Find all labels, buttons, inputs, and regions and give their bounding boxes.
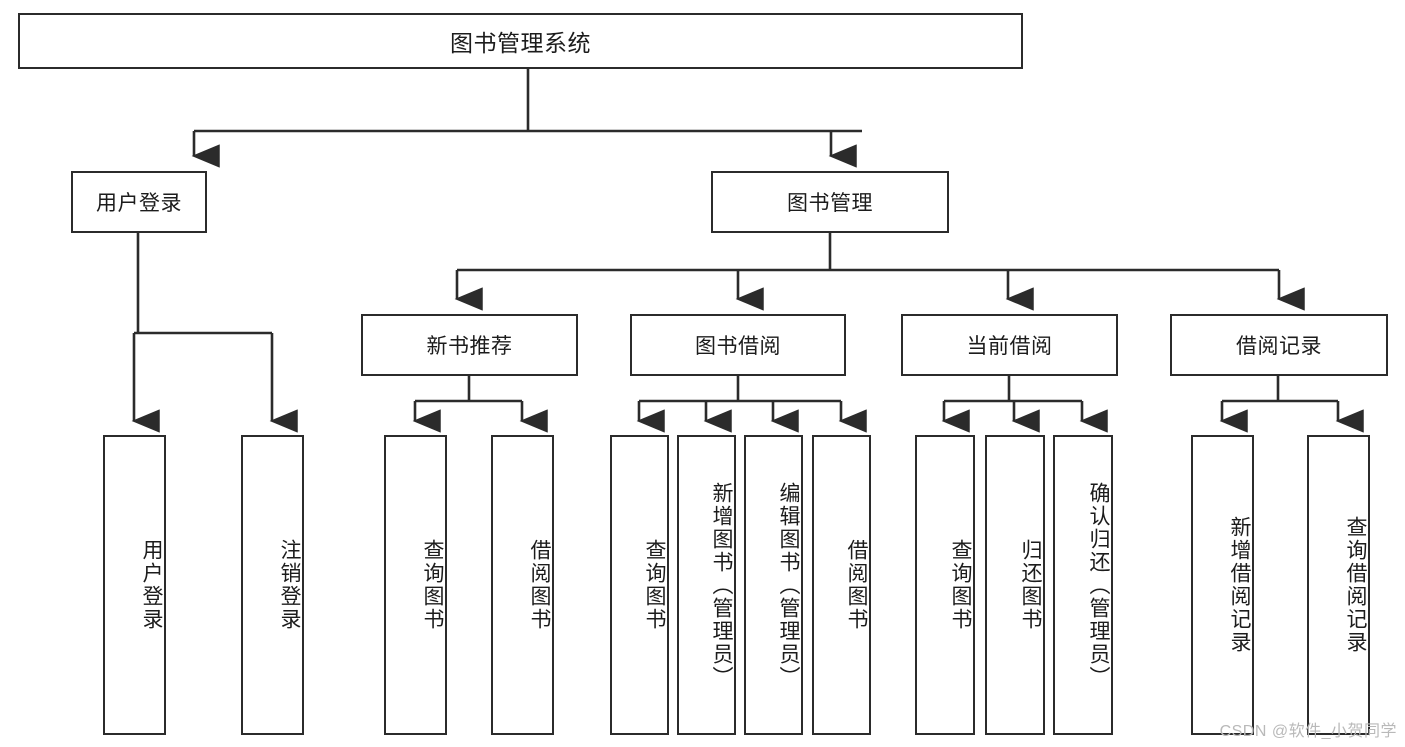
leaf-label: 新增图书（管理员）	[710, 481, 733, 689]
node-root-book-management-system[interactable]: 图书管理系统	[18, 13, 1023, 69]
leaf-query-books-current[interactable]: 查询图书	[915, 435, 975, 735]
leaf-label: 确认归还（管理员）	[1087, 481, 1110, 689]
leaf-label: 注销登录	[278, 539, 301, 631]
leaf-label: 查询图书	[643, 539, 666, 631]
leaf-query-borrow-record[interactable]: 查询借阅记录	[1307, 435, 1370, 735]
leaf-query-books-recommend[interactable]: 查询图书	[384, 435, 447, 735]
node-current-borrowing[interactable]: 当前借阅	[901, 314, 1118, 376]
node-book-borrowing[interactable]: 图书借阅	[630, 314, 846, 376]
leaf-label: 借阅图书	[845, 539, 868, 631]
leaf-label: 编辑图书（管理员）	[777, 481, 800, 689]
leaf-user-login[interactable]: 用户登录	[103, 435, 166, 735]
leaf-edit-book-admin[interactable]: 编辑图书（管理员）	[744, 435, 803, 735]
leaf-label: 新增借阅记录	[1228, 516, 1251, 654]
leaf-return-books[interactable]: 归还图书	[985, 435, 1045, 735]
leaf-borrow-books-recommend[interactable]: 借阅图书	[491, 435, 554, 735]
leaf-label: 归还图书	[1019, 539, 1042, 631]
leaf-add-borrow-record[interactable]: 新增借阅记录	[1191, 435, 1254, 735]
leaf-label: 查询图书	[949, 539, 972, 631]
leaf-logout[interactable]: 注销登录	[241, 435, 304, 735]
leaf-label: 查询图书	[421, 539, 444, 631]
leaf-label: 用户登录	[140, 539, 163, 631]
leaf-label: 查询借阅记录	[1344, 516, 1367, 654]
node-borrowing-records[interactable]: 借阅记录	[1170, 314, 1388, 376]
leaf-confirm-return-admin[interactable]: 确认归还（管理员）	[1053, 435, 1113, 735]
csdn-watermark: CSDN @软件_小贺同学	[1219, 723, 1397, 740]
node-user-login[interactable]: 用户登录	[71, 171, 207, 233]
leaf-borrow-books[interactable]: 借阅图书	[812, 435, 871, 735]
leaf-label: 借阅图书	[528, 539, 551, 631]
leaf-query-books-borrow[interactable]: 查询图书	[610, 435, 669, 735]
leaf-add-book-admin[interactable]: 新增图书（管理员）	[677, 435, 736, 735]
node-new-book-recommendation[interactable]: 新书推荐	[361, 314, 578, 376]
node-book-management[interactable]: 图书管理	[711, 171, 949, 233]
